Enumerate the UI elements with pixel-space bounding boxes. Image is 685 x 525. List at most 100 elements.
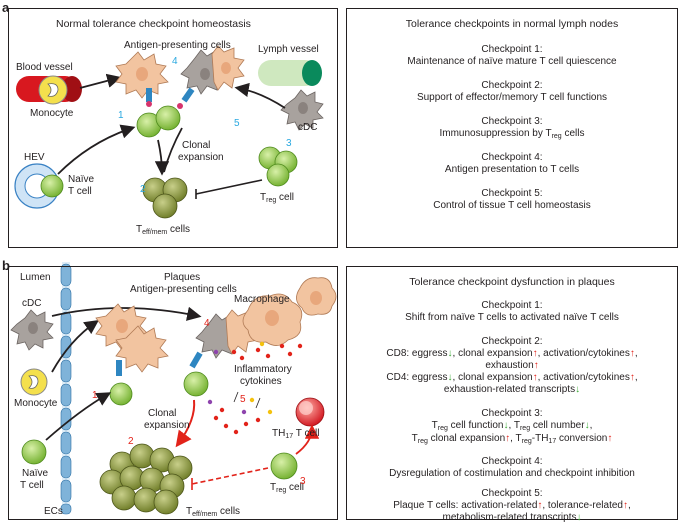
cp-b-3-line2: Treg clonal expansion↑, Treg-TH17 conver… xyxy=(411,433,613,445)
arrow-treg-to-th17 xyxy=(295,424,320,455)
synapse-connectors-b xyxy=(116,351,203,376)
arrow-clonal-expansion-b xyxy=(175,399,196,448)
cp-b-1-text: Shift from naïve T cells to activated na… xyxy=(405,312,619,323)
teff-label-b: Teff/mem cells xyxy=(186,506,241,518)
teff-label: Teff/mem cells xyxy=(136,224,191,236)
checkpoint-number-4: 4 xyxy=(172,56,178,67)
naive-t-cell-icon-b xyxy=(21,439,47,465)
cp-b-5-line2: metabolism-related transcripts↓ xyxy=(442,512,582,523)
checkpoint-number-1: 1 xyxy=(118,110,124,121)
teff-mem-cluster-icon-b xyxy=(99,443,193,515)
cdc-label-b: cDC xyxy=(22,298,42,309)
cp-a-2-text: Support of effector/memory T cell functi… xyxy=(416,92,608,103)
cp-b-2-title: Checkpoint 2: xyxy=(481,336,543,347)
cp-b-2-line2: exhaustion↑ xyxy=(485,360,539,371)
panel-letter-a: a xyxy=(2,0,10,15)
apc-label-b: Antigen-presenting cells xyxy=(130,284,237,295)
arrow-naive-to-apc-b xyxy=(45,392,112,441)
blood-vessel-label: Blood vessel xyxy=(16,62,73,73)
arrow-clonal-expansion-2 xyxy=(163,127,183,173)
arrow-clonal-expansion xyxy=(154,139,170,176)
cp-b-5-line1: Plaque T cells: activation-related↑, tol… xyxy=(393,500,631,511)
treg-label-b: Treg cell xyxy=(270,482,305,494)
lumen-label: Lumen xyxy=(20,272,51,283)
cp-b-3-line1: Treg cell function↓, Treg cell number↓, xyxy=(431,420,593,432)
cp-a-4-text: Antigen presentation to T cells xyxy=(444,164,580,175)
panel-b-diagram-box xyxy=(8,266,338,520)
inhibition-line xyxy=(195,179,263,195)
checkpoint-number-b-3: 3 xyxy=(300,476,306,487)
cp-b-2-line3: CD4: eggress↓, clonal expansion↑, activa… xyxy=(386,372,638,383)
inflammatory-label-1: Inflammatory xyxy=(234,364,292,375)
naive-label-b-2: T cell xyxy=(20,480,44,491)
arrow-monocyte-to-apc xyxy=(79,73,122,89)
th17-label: TH17 T cell xyxy=(272,428,320,440)
naive-t-label-1: Naïve xyxy=(68,174,95,185)
clonal-label-2: expansion xyxy=(178,152,224,163)
monocyte-icon-b xyxy=(20,368,48,396)
panel-a-checkpoint-box xyxy=(346,8,678,248)
cp-a-5-title: Checkpoint 5: xyxy=(481,188,543,199)
checkpoint-number-b-5: 5 xyxy=(240,394,246,405)
apc-cell-icon xyxy=(115,51,169,99)
cp-b-1-title: Checkpoint 1: xyxy=(481,300,543,311)
treg-cluster-icon xyxy=(258,146,298,187)
panel-a-checkpoint-list: Tolerance checkpoints in normal lymph no… xyxy=(346,8,678,248)
lymph-vessel-icon xyxy=(258,60,322,86)
macrophage-icon xyxy=(242,277,337,346)
panel-b-checkpoint-box xyxy=(346,266,678,520)
panel-letter-b: b xyxy=(2,258,10,273)
cp-b-4-title: Checkpoint 4: xyxy=(481,456,543,467)
cp-a-2-title: Checkpoint 2: xyxy=(481,80,543,91)
checkpoint-number-b-2: 2 xyxy=(128,436,134,447)
clonal-label-b-1: Clonal xyxy=(148,408,177,419)
cdc-icon xyxy=(280,89,324,131)
checkpoint-number-b-1: 1 xyxy=(92,390,98,401)
cp-b-2-line1: CD8: eggress↓, clonal expansion↑, activa… xyxy=(386,348,638,359)
naive-t-label-2: T cell xyxy=(68,186,92,197)
th17-cell-nucleus xyxy=(299,401,313,415)
cdc-label: cDC xyxy=(298,122,318,133)
panel-a-title: Normal tolerance checkpoint homeostasis xyxy=(56,18,251,30)
t-cell-icon xyxy=(155,105,181,131)
naive-label-b-1: Naïve xyxy=(22,468,49,479)
inhibition-line-b xyxy=(191,467,269,485)
panel-b-checkpoint-list: Tolerance checkpoint dysfunction in plaq… xyxy=(346,266,678,523)
lymph-vessel-label: Lymph vessel xyxy=(258,44,319,55)
cp-a-4-title: Checkpoint 4: xyxy=(481,152,543,163)
cp-a-5-text: Control of tissue T cell homeostasis xyxy=(433,200,591,211)
arrow-hev-to-apc xyxy=(57,124,136,175)
cp-b-5-title: Checkpoint 5: xyxy=(481,488,543,499)
cp-b-2-line4: exhaustion-related transcripts↓ xyxy=(443,384,581,395)
cdc-icon-b xyxy=(10,309,54,351)
apc-label: Antigen-presenting cells xyxy=(124,40,231,51)
clonal-label-b-2: expansion xyxy=(144,420,190,431)
cp-a-1-title: Checkpoint 1: xyxy=(481,44,543,55)
treg-cell-icon-b xyxy=(270,452,298,480)
endothelial-cells-icon xyxy=(60,262,72,515)
checkpoint-number-3: 3 xyxy=(286,138,292,149)
checkpoint-number-5: 5 xyxy=(234,118,240,129)
arrow-cdc-to-apc xyxy=(234,82,286,109)
cp-a-3-title: Checkpoint 3: xyxy=(481,116,543,127)
cp-a-1-text: Maintenance of naïve mature T cell quies… xyxy=(407,56,617,67)
inflammatory-label-2: cytokines xyxy=(240,376,282,387)
checkpoint-number-b-4: 4 xyxy=(204,318,210,329)
t-cell-icon-b2 xyxy=(183,371,209,397)
synapse-connectors xyxy=(146,87,195,109)
monocyte-icon xyxy=(38,75,68,105)
cp-b-4-text: Dysregulation of costimulation and check… xyxy=(389,468,635,479)
ecs-label: ECs xyxy=(44,506,63,517)
clonal-label-1: Clonal xyxy=(182,140,211,151)
cytokine-dots xyxy=(207,341,303,435)
checkpoint-number-2: 2 xyxy=(140,184,146,195)
treg-label: Treg cell xyxy=(260,192,295,204)
teff-mem-cluster-icon xyxy=(142,177,188,219)
arrow-cdc-to-apc-b xyxy=(51,306,202,321)
naive-t-cell-icon xyxy=(40,174,64,198)
plaques-label: Plaques xyxy=(164,272,201,283)
monocyte-label: Monocyte xyxy=(30,108,74,119)
macrophage-label: Macrophage xyxy=(234,294,290,305)
panel-a-right-title: Tolerance checkpoints in normal lymph no… xyxy=(405,18,619,30)
